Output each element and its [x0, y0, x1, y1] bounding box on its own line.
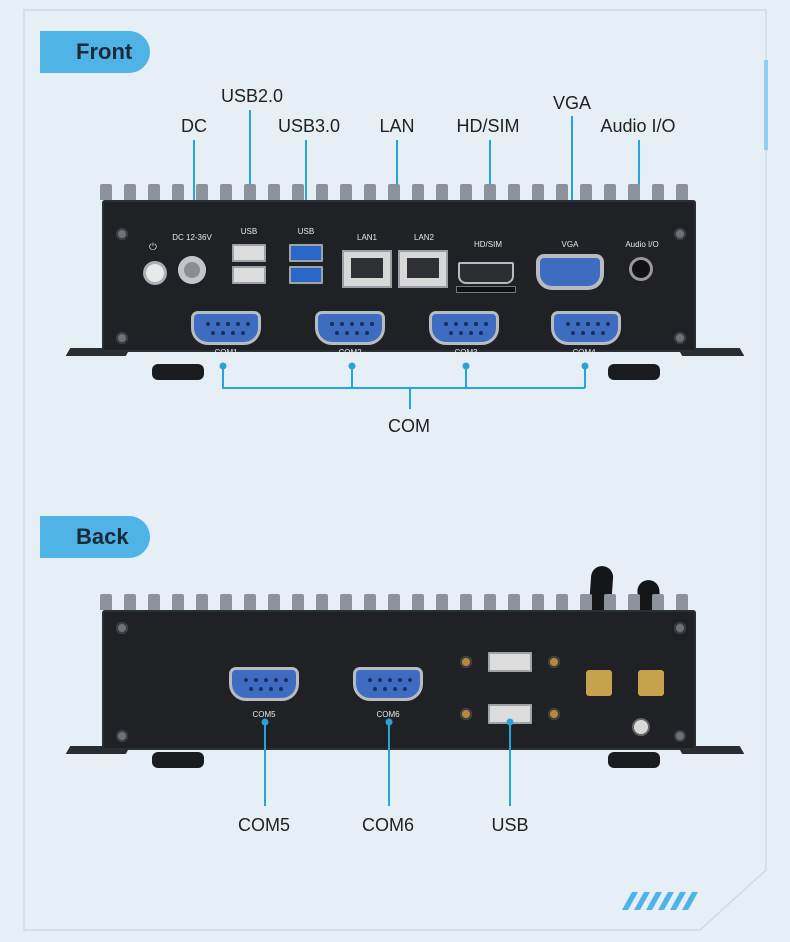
com3-port-label: COM3	[454, 348, 478, 357]
vga-port	[540, 258, 600, 286]
com5-port	[232, 670, 296, 698]
com-callout: COM	[388, 416, 430, 436]
lan-callout: LAN	[379, 116, 415, 136]
usb20-callout: USB2.0	[220, 86, 284, 106]
usb20-port-2	[232, 266, 266, 284]
vga-port-label: VGA	[561, 240, 579, 249]
com6-port-label: COM6	[376, 710, 400, 719]
vga-line	[571, 116, 573, 230]
front-section-tag: Front	[40, 31, 150, 73]
com2-port	[318, 314, 382, 342]
audio-jack	[632, 260, 650, 278]
usb30-port-2	[289, 266, 323, 284]
dc-line	[193, 140, 195, 220]
com6-port	[356, 670, 420, 698]
com6-callout: COM6	[361, 815, 415, 835]
dc-callout: DC	[181, 116, 207, 136]
front-device-image: DC 12-36V ⏻ USB USB LAN1 LAN2 HD/SIM VGA…	[60, 180, 750, 390]
antenna-2-connector	[638, 670, 664, 696]
usb30-line	[305, 140, 307, 218]
back-device-image: COM5 COM6	[60, 560, 750, 780]
back-section-tag: Back	[40, 516, 150, 558]
hdsim-port-label: HD/SIM	[474, 240, 502, 249]
usb30-port-1	[289, 244, 323, 262]
power-button	[146, 264, 164, 282]
hdmi-port	[458, 262, 514, 284]
usb20-port-1	[232, 244, 266, 262]
hdsim-callout: HD/SIM	[456, 116, 520, 136]
usb30-callout: USB3.0	[277, 116, 341, 136]
dc-jack	[178, 256, 206, 284]
antenna-1-connector	[586, 670, 612, 696]
audio-port-label: Audio I/O	[625, 240, 659, 249]
com4-port	[554, 314, 618, 342]
vga-callout: VGA	[552, 93, 592, 113]
ground-screw	[634, 720, 648, 734]
dc-port-label: DC 12-36V	[172, 233, 212, 242]
com5-port-label: COM5	[252, 710, 276, 719]
com5-callout: COM5	[237, 815, 291, 835]
back-heatsink-fins	[100, 590, 700, 610]
com1-port	[194, 314, 258, 342]
sim-slot	[456, 286, 516, 293]
com4-port-label: COM4	[572, 348, 596, 357]
com3-port	[432, 314, 496, 342]
usb-callout: USB	[491, 815, 529, 835]
power-icon: ⏻	[149, 242, 157, 253]
usb20-line	[249, 110, 251, 218]
lan1-port-label: LAN1	[356, 233, 378, 242]
lan2-port-label: LAN2	[413, 233, 435, 242]
back-usb-port-1	[488, 652, 532, 672]
lan1-port	[342, 250, 392, 288]
front-heatsink-fins	[100, 180, 700, 200]
audio-callout: Audio I/O	[600, 116, 676, 136]
lan2-port	[398, 250, 448, 288]
com2-port-label: COM2	[338, 348, 362, 357]
usb30-port-label: USB	[297, 227, 315, 236]
com1-port-label: COM1	[214, 348, 238, 357]
usb20-port-label: USB	[240, 227, 258, 236]
